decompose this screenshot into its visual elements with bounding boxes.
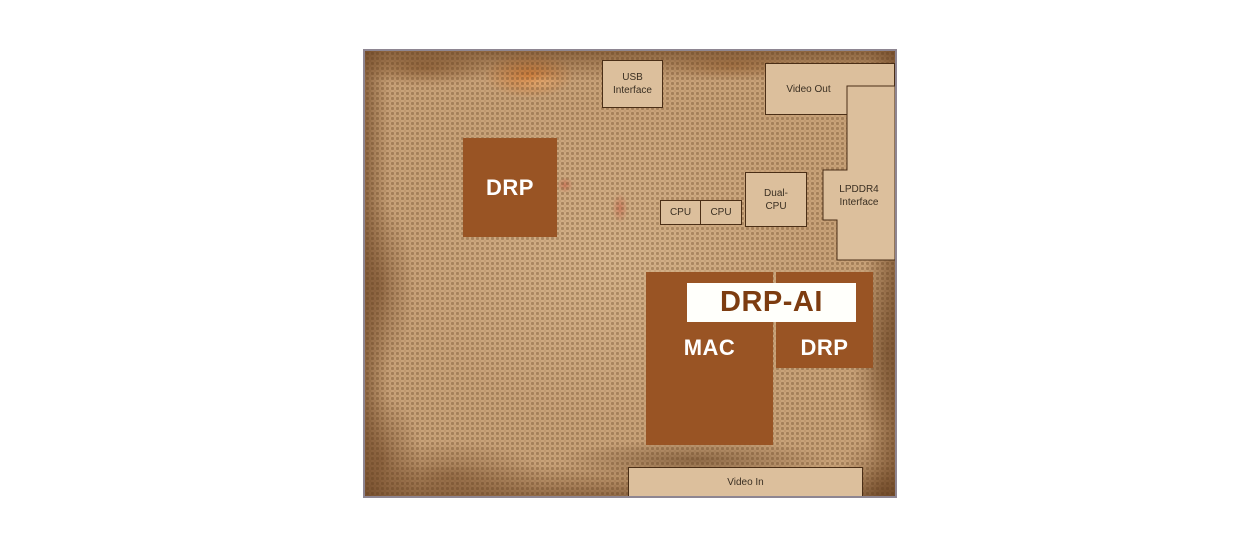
usb-interface-label-line1: USB xyxy=(622,72,643,83)
lpddr4-shape-outline xyxy=(822,85,895,261)
lpddr4-label-line2: Interface xyxy=(839,197,879,208)
dual-cpu-label-line2: CPU xyxy=(765,200,787,212)
block-cpu-1: CPU xyxy=(660,200,701,225)
block-dual-cpu: Dual- CPU xyxy=(745,172,807,227)
video-in-label: Video In xyxy=(727,476,764,488)
block-cpu-2: CPU xyxy=(701,200,742,225)
video-out-label-wrap: Video Out xyxy=(766,64,851,114)
drp-ai-banner: DRP-AI xyxy=(687,283,856,322)
drp-right-label: DRP xyxy=(800,335,849,360)
mac-label: MAC xyxy=(683,335,736,360)
drp-ai-banner-label: DRP-AI xyxy=(720,286,823,318)
block-usb-interface: USB Interface xyxy=(602,60,663,108)
lpddr4-label-line1: LPDDR4 xyxy=(839,184,879,195)
block-lpddr4-interface xyxy=(822,85,895,261)
block-drp-top-left: DRP xyxy=(463,138,557,237)
cpu-1-label: CPU xyxy=(669,207,692,218)
block-video-in: Video In xyxy=(628,467,863,496)
cpu-2-label: CPU xyxy=(710,207,732,218)
usb-interface-label-line2: Interface xyxy=(613,85,652,96)
lpddr4-label: LPDDR4 Interface xyxy=(823,170,895,222)
video-out-label: Video Out xyxy=(786,83,831,95)
die-photo: USB Interface Video Out LPDDR4 Interface… xyxy=(363,49,897,498)
drp-top-left-label: DRP xyxy=(486,174,534,200)
block-cpu-pair: CPU CPU xyxy=(660,200,742,225)
dual-cpu-label-line1: Dual- xyxy=(764,187,788,199)
